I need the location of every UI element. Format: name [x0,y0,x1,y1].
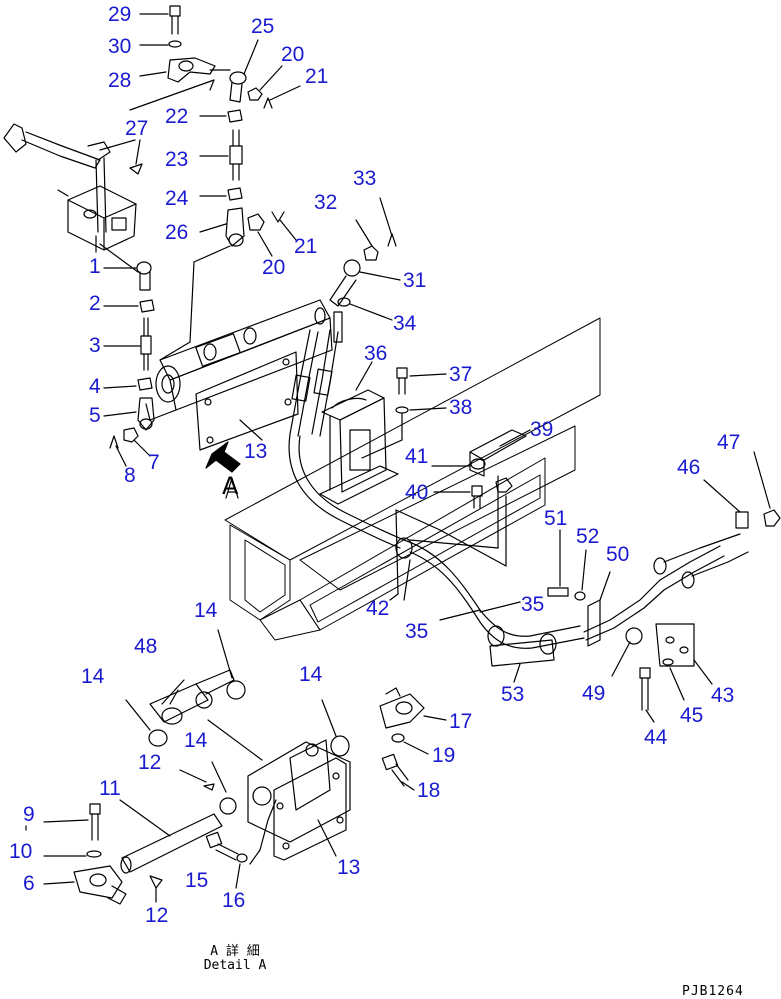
callout-c42: 42 [366,597,390,620]
callout-c12b: 12 [145,904,169,927]
callout-c35b: 35 [405,620,429,643]
bracket-50 [547,529,611,647]
callout-c50: 50 [606,543,630,566]
detail-a [25,629,447,905]
valve-assembly-upper [145,299,333,451]
callout-c26: 26 [165,221,189,244]
view-marker-letter: A [222,472,239,500]
control-cables [288,307,725,649]
callout-c17: 17 [449,710,473,733]
callout-c6: 6 [23,872,35,895]
callout-c51: 51 [544,507,568,530]
callout-c21b: 21 [294,235,318,258]
callout-c36: 36 [364,342,388,365]
clamp-42 [389,509,507,601]
callout-c22: 22 [165,105,189,128]
callout-c21a: 21 [305,65,329,88]
callout-c30: 30 [108,35,132,58]
view-arrow [205,441,241,473]
bolt-37-washer-38 [361,367,447,459]
callout-c15: 15 [185,869,209,892]
callout-c38: 38 [449,396,473,419]
callout-c2: 2 [89,292,101,315]
callout-c3: 3 [89,334,101,357]
bracket-36 [319,361,399,505]
clamp-39 [431,429,531,567]
callout-c44: 44 [644,726,668,749]
control-lever [3,123,143,273]
callout-c25: 25 [251,15,275,38]
callout-c48: 48 [134,635,158,658]
callout-c32: 32 [314,191,338,214]
detail-label-jp: A 詳 細 [210,944,260,959]
callout-c4: 4 [89,375,101,398]
callout-c14c: 14 [299,663,323,686]
callout-c13a: 13 [244,440,268,463]
callout-c24: 24 [165,187,189,210]
callout-c5: 5 [89,404,101,427]
callout-c19: 19 [432,744,456,767]
drawing-code: PJB1264 [682,984,744,999]
background-view-outline [224,317,601,641]
callout-c20a: 20 [281,43,305,66]
bracket-53 [439,601,557,683]
callout-c20b: 20 [262,256,286,279]
callout-c8: 8 [124,464,136,487]
callout-c9: 9 [23,803,35,826]
callout-c12a: 12 [138,751,162,774]
callout-c28: 28 [108,69,132,92]
callout-c47: 47 [717,431,741,454]
callout-c11: 11 [99,777,121,800]
right-end-fittings [611,451,781,723]
callout-c10: 10 [9,840,33,863]
callout-c52: 52 [576,525,600,548]
callout-c1: 1 [89,255,101,278]
callout-c53: 53 [501,683,525,706]
callout-c41: 41 [405,445,429,468]
callout-c34: 34 [393,312,417,335]
upper-right-fittings [329,197,401,321]
callout-c39: 39 [530,418,554,441]
callout-c40: 40 [405,481,429,504]
view-marker-lines [225,477,239,499]
callout-c13b: 13 [337,856,361,879]
callout-c46: 46 [677,456,701,479]
callout-c31: 31 [403,269,427,292]
callout-c45: 45 [680,704,704,727]
callout-c29: 29 [108,3,132,26]
detail-label-en: Detail A [203,958,267,973]
callout-c43: 43 [711,684,735,707]
top-linkage [129,5,301,343]
callout-c7: 7 [148,451,160,474]
callout-c33: 33 [353,167,377,190]
callout-c14d: 14 [184,729,208,752]
callout-c37: 37 [449,363,473,386]
callout-c18: 18 [417,779,441,802]
callout-c16: 16 [222,889,246,912]
callout-c23: 23 [165,148,189,171]
callout-c35a: 35 [521,593,545,616]
callout-c27: 27 [125,117,149,140]
callout-c49: 49 [582,682,606,705]
left-rod-stack [103,261,155,467]
callout-c14a: 14 [194,599,218,622]
callout-c14b: 14 [81,665,105,688]
